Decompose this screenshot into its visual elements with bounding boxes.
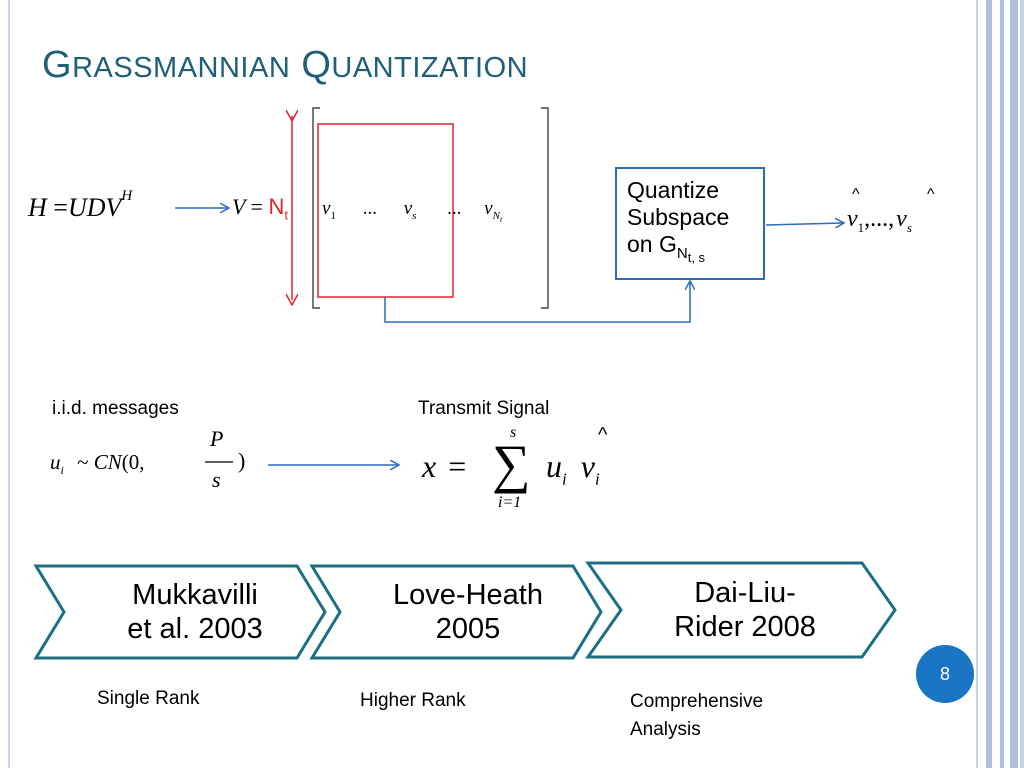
quantize-line-3: on GNt, s [627, 231, 763, 271]
page-number-badge: 8 [916, 645, 974, 703]
matrix-vnt-sub: Nt [492, 209, 503, 224]
iid-numerator: P [210, 426, 224, 451]
frame-line-4 [1020, 0, 1024, 768]
timeline-2-line-2: 2005 [435, 613, 501, 645]
iid-equation: ui ~ CN(0, [50, 450, 144, 478]
output-v1: v [847, 206, 858, 232]
output-vectors: v1,...,vs [847, 206, 912, 236]
title-initial-q: Q [301, 44, 332, 86]
quantize-box: Quantize Subspace on GNt, s [615, 167, 765, 280]
iid-close-paren: ) [238, 448, 246, 473]
frame-line-5 [8, 0, 10, 768]
chevron-2 [309, 564, 603, 660]
output-hat-1: ^ [852, 186, 860, 203]
output-vs: v [896, 206, 907, 232]
matrix-bracket-right [541, 107, 549, 309]
timeline-item-1-text: Mukkavilli et al. 2003 [95, 578, 295, 646]
arrow-box-to-output [765, 223, 843, 225]
caption-comprehensive-line-1: Comprehensive [630, 691, 764, 712]
sum-bottom: i=1 [498, 494, 522, 511]
caption-comprehensive: Comprehensive Analysis [630, 688, 763, 744]
title-rest-1: rassmannian [72, 52, 291, 84]
n-red: N [268, 194, 285, 219]
page-number: 8 [939, 663, 950, 684]
matrix-bracket-left [312, 107, 320, 309]
timeline-2-line-1: Love-Heath [393, 579, 543, 611]
quantize-sub-ts: t, s [687, 249, 706, 265]
matrix-vs: v [403, 198, 413, 219]
sum-sigma: ∑ [492, 434, 531, 494]
sum-top: s [510, 424, 517, 441]
frame-line-left [976, 0, 978, 768]
feedback-connector [384, 282, 690, 323]
output-v1-sub: 1 [857, 219, 865, 235]
v-equals: = [250, 194, 263, 219]
slide-title: Grassmannian Quantization [42, 44, 528, 87]
quantize-g: on G [627, 231, 677, 257]
iid-messages-label: i.i.d. messages [52, 398, 179, 419]
matrix-vnt-t: t [499, 214, 503, 224]
eq-h: H [28, 193, 47, 222]
transmit-equals: = [448, 448, 467, 484]
v-equation: V = Nt [232, 194, 288, 222]
output-hat-2: ^ [927, 186, 935, 203]
title-rest-2: uantization [331, 52, 529, 84]
eq-equals: = [53, 193, 68, 222]
chevron-1 [33, 564, 327, 660]
frame-line-1 [986, 0, 992, 768]
transmit-v: v [580, 448, 595, 484]
timeline-1-line-1: Mukkavilli [132, 579, 258, 611]
transmit-signal-label: Transmit Signal [418, 398, 550, 419]
timeline-3-line-1: Dai-Liu- [694, 577, 796, 609]
matrix-v1: v [322, 198, 331, 219]
transmit-u: u [546, 448, 562, 484]
transmit-terms: ui vi [546, 448, 600, 489]
matrix-entries: v1 ... vs ... vNt [322, 198, 502, 224]
v-symbol: V [232, 194, 246, 219]
caption-single-rank: Single Rank [97, 688, 200, 709]
n-red-sub: t [284, 207, 288, 223]
iid-args: (0, [121, 450, 145, 474]
matrix-vnt-n: N [492, 209, 500, 222]
frame-line-2 [1000, 0, 1004, 768]
transmit-hat: ^ [598, 424, 608, 446]
timeline-item-2-text: Love-Heath 2005 [368, 578, 568, 646]
iid-tilde: ~ [77, 450, 89, 474]
channel-equation: H =UDVH [28, 188, 132, 223]
quantize-line-1: Quantize [627, 177, 720, 203]
output-mid: ,..., [864, 206, 895, 232]
iid-denominator: s [212, 467, 221, 492]
quantize-sub-n: N [676, 244, 688, 262]
matrix-vs-sub: s [412, 209, 417, 222]
chevron-3 [585, 561, 897, 659]
iid-u: u [50, 450, 61, 474]
matrix-dots-2: ... [447, 198, 462, 219]
transmit-u-sub: i [562, 469, 567, 489]
matrix-vnt: v [484, 198, 493, 219]
iid-cn: CN [93, 450, 122, 474]
frame-line-3 [1010, 0, 1018, 768]
quantize-line-2: Subspace [627, 204, 730, 230]
transmit-v-sub: i [594, 469, 600, 489]
output-vs-sub: s [906, 219, 912, 235]
matrix-v1-sub: 1 [330, 209, 336, 222]
caption-higher-rank: Higher Rank [360, 690, 466, 711]
caption-comprehensive-line-2: Analysis [630, 719, 701, 740]
eq-sup-h: H [121, 188, 133, 205]
timeline-1-line-2: et al. 2003 [127, 613, 263, 645]
matrix-dots-1: ... [362, 198, 377, 219]
timeline-item-3-text: Dai-Liu- Rider 2008 [645, 576, 845, 644]
timeline-3-line-2: Rider 2008 [674, 611, 816, 643]
iid-u-sub: i [60, 463, 64, 478]
transmit-x: x = [422, 448, 466, 485]
transmit-x-symbol: x [422, 448, 437, 484]
eq-udv: UDV [67, 193, 122, 222]
title-initial-g: G [42, 44, 73, 86]
quantize-sub: Nt, s [676, 244, 706, 265]
